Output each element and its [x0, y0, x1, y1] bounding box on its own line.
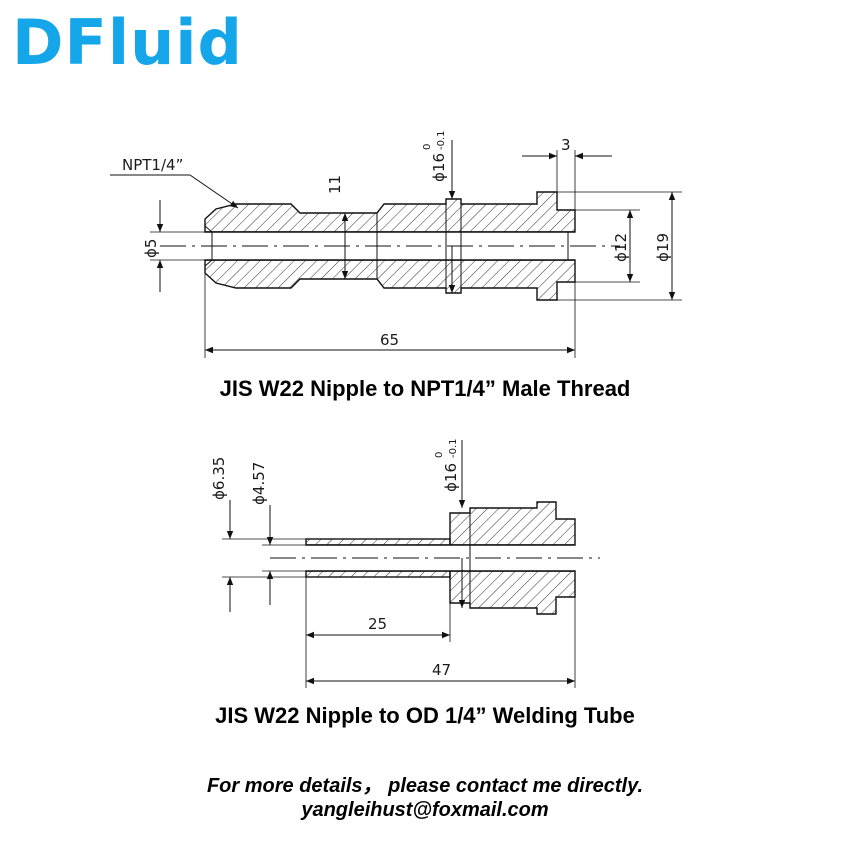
dim-total-length: 47	[432, 661, 451, 679]
body-upper-section	[204, 191, 576, 233]
dim-collar-tol-upper: 0	[422, 144, 433, 150]
dim-outer-diameter: ϕ19	[654, 233, 672, 262]
dim-collar-tol-lower: -0.1	[436, 130, 447, 150]
dim-bore: ϕ5	[142, 239, 160, 258]
dim-collar2-tol-upper: 0	[434, 452, 445, 458]
drawing-nipple-npt	[110, 140, 682, 358]
caption-weld-nipple: JIS W22 Nipple to OD 1/4” Welding Tube	[215, 703, 635, 728]
dim-collar2-tol-lower: -0.1	[448, 438, 459, 458]
brand-logo: DFluid	[12, 6, 243, 79]
contact-email[interactable]: yangleihust@foxmail.com	[301, 799, 549, 821]
caption-npt-nipple: JIS W22 Nipple to NPT1/4” Male Thread	[219, 376, 631, 401]
body2-lower-section	[449, 570, 576, 615]
contact-message: For more details， please contact me dire…	[206, 775, 644, 797]
thread-label: NPT1/4”	[122, 156, 183, 174]
body2-upper-section	[449, 501, 576, 546]
dim-tube-id: ϕ4.57	[250, 462, 268, 505]
body-lower-section	[204, 259, 576, 301]
dim-collar: ϕ16	[430, 153, 448, 182]
drawing1-labels: NPT1/4” ϕ5 11 ϕ16 0 -0.1 3 ϕ12 ϕ19 65	[122, 130, 672, 349]
dim-inner-diameter: ϕ12	[612, 233, 630, 262]
drawing-nipple-weld	[222, 440, 600, 688]
dim-length: 65	[380, 331, 399, 349]
dim-tube-length: 25	[368, 615, 387, 633]
dim-tube-od: ϕ6.35	[210, 457, 228, 500]
drawing2-labels: ϕ6.35 ϕ4.57 ϕ16 0 -0.1 25 47	[210, 438, 460, 679]
dim-neck: 11	[326, 175, 344, 194]
dim-flange-width: 3	[561, 136, 571, 154]
dim-collar2: ϕ16	[442, 463, 460, 492]
